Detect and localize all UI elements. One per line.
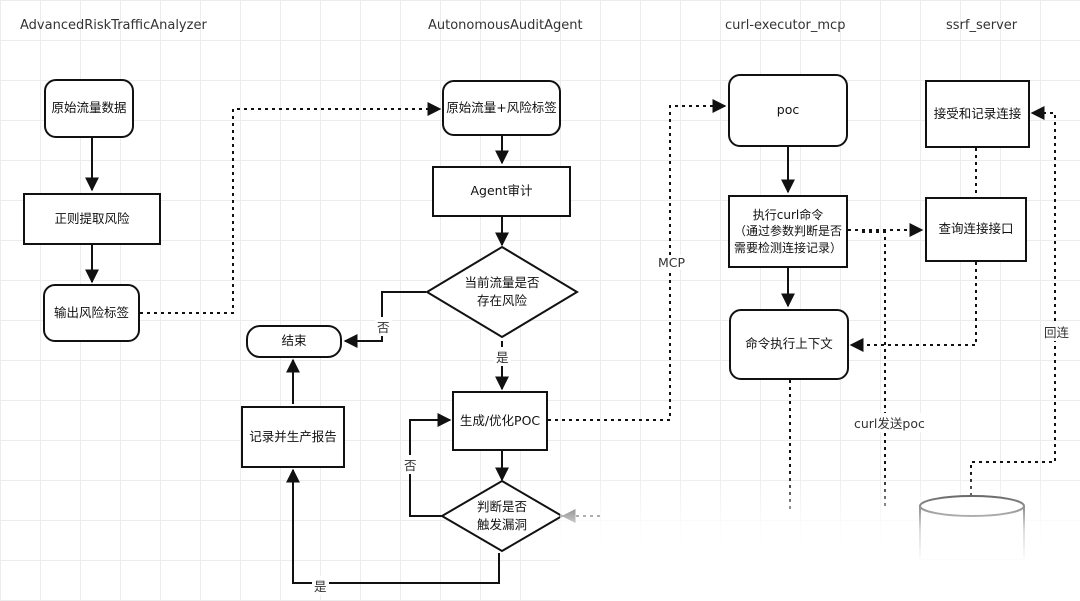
edge-callback — [970, 106, 1056, 510]
lane-title-ssrf-server: ssrf_server — [946, 18, 1018, 33]
edge-label-yes-risk: 是 — [494, 347, 511, 366]
edge-query-to-context — [849, 262, 977, 352]
edge-risk-no-to-end — [343, 291, 426, 348]
node-command-context[interactable]: 命令执行上下文 — [729, 309, 849, 380]
decision-triggered[interactable]: 判断是否 触发漏洞 — [476, 498, 527, 532]
edge-mcp-poc-to-executor — [548, 99, 727, 421]
node-query-connections[interactable]: 查询连接接口 — [925, 197, 1027, 262]
edge-trigger-yes-to-report — [286, 468, 500, 584]
node-end[interactable]: 结束 — [246, 325, 342, 358]
edge-label-callback: 回连 — [1042, 322, 1072, 341]
edge-label-mcp: MCP — [656, 255, 688, 270]
node-output-tags[interactable]: 输出风险标签 — [43, 284, 140, 342]
lane-title-audit-agent: AutonomousAuditAgent — [428, 18, 583, 33]
decision-triggered-shape — [440, 479, 564, 553]
node-agent-audit[interactable]: Agent审计 — [432, 166, 571, 217]
lane-title-analyzer: AdvancedRiskTrafficAnalyzer — [20, 18, 207, 33]
node-report[interactable]: 记录并生产报告 — [241, 406, 345, 468]
node-exec-curl[interactable]: 执行curl命令 （通过参数判断是否 需要检测连接记录） — [728, 195, 848, 268]
edge-label-curl-send-poc: curl发送poc — [852, 413, 927, 432]
node-traffic-with-tags[interactable]: 原始流量+风险标签 — [442, 80, 561, 136]
edge-label-yes-trigger: 是 — [312, 576, 329, 595]
node-raw-traffic[interactable]: 原始流量数据 — [44, 79, 134, 138]
edge-label-no-risk: 否 — [375, 317, 392, 336]
bottom-fade-overlay — [560, 470, 1080, 601]
node-regex-extract[interactable]: 正则提取风险 — [23, 193, 161, 245]
node-poc[interactable]: poc — [728, 74, 848, 147]
node-accept-connections[interactable]: 接受和记录连接 — [925, 80, 1030, 148]
node-generate-poc[interactable]: 生成/优化POC — [452, 391, 548, 451]
edge-label-no-trigger: 否 — [402, 455, 419, 474]
lane-title-curl-executor: curl-executor_mcp — [725, 18, 846, 33]
edge-output-to-tags — [140, 102, 442, 314]
edge-curl-send — [862, 231, 886, 510]
decision-is-risky-shape — [425, 245, 579, 339]
decision-is-risky[interactable]: 当前流量是否 存在风险 — [464, 274, 540, 308]
